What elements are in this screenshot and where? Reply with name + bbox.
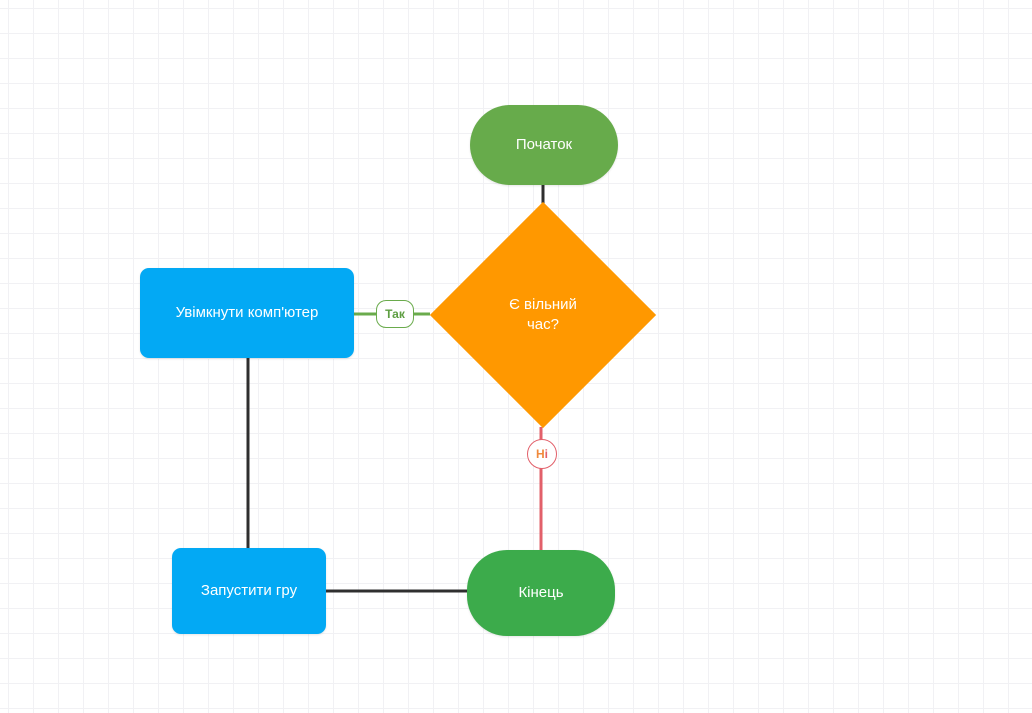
- node-decision-label: Є вільний час?: [509, 296, 577, 333]
- edge-label-yes[interactable]: Так: [376, 300, 414, 328]
- edge-label-yes-text: Так: [385, 307, 405, 321]
- node-launch-game-label: Запустити гру: [200, 582, 298, 599]
- edge-label-no-text-b: і: [544, 447, 548, 461]
- node-end[interactable]: Кінець: [467, 550, 615, 636]
- node-launch-game[interactable]: Запустити гру: [172, 548, 326, 634]
- node-turn-on-pc-label: Увімкнути комп'ютер: [175, 304, 319, 321]
- node-start[interactable]: Початок: [470, 105, 618, 185]
- node-decision[interactable]: Є вільний час?: [429, 201, 657, 429]
- edge-label-no-text-a: Н: [535, 447, 545, 461]
- node-end-label: Кінець: [518, 584, 564, 601]
- node-turn-on-pc[interactable]: Увімкнути комп'ютер: [140, 268, 354, 358]
- node-start-label: Початок: [515, 136, 573, 153]
